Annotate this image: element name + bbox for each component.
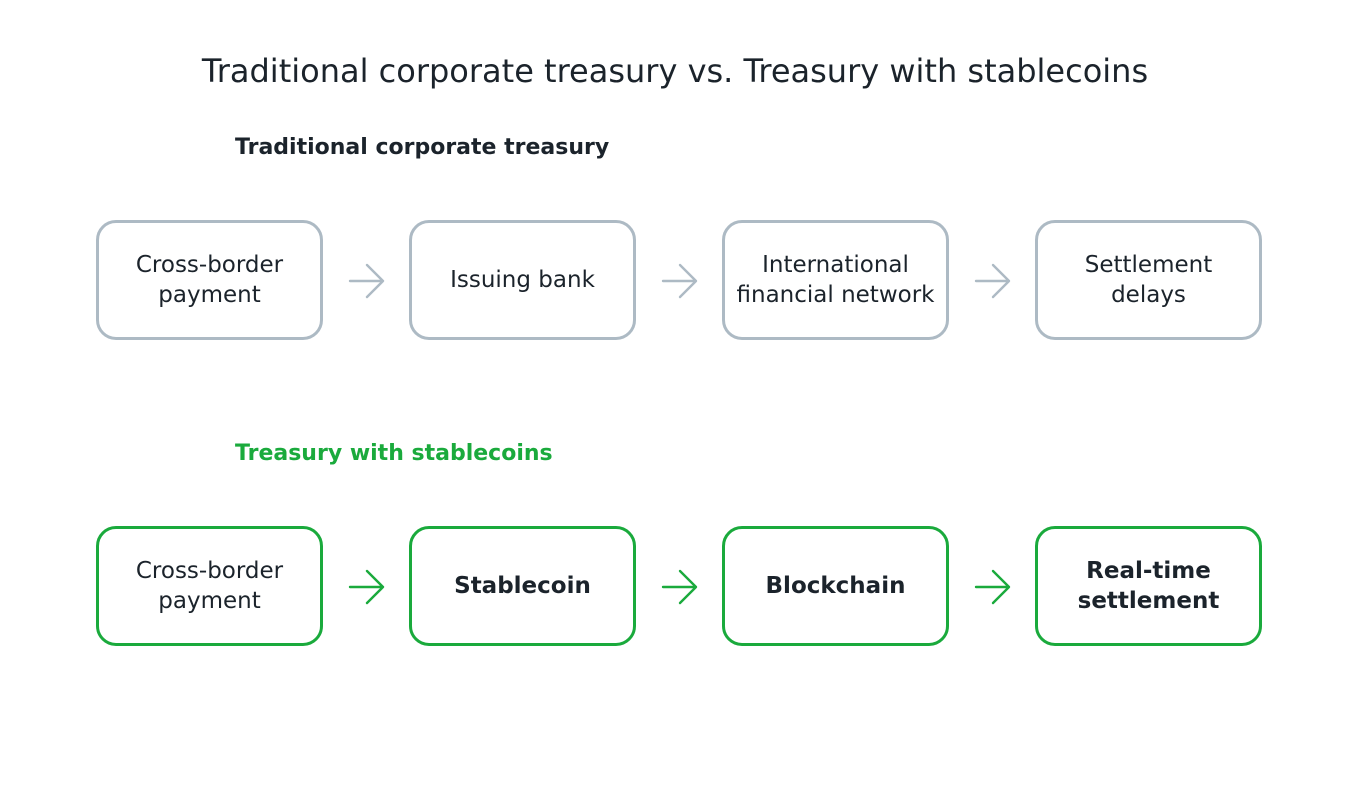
stablecoins-step-stablecoin: Stablecoin <box>409 526 636 646</box>
stablecoins-flow: Cross-border payment Stablecoin Blockcha… <box>96 526 1263 646</box>
stablecoins-step-real-time-settlement: Real-time settlement <box>1035 526 1262 646</box>
stablecoins-step-blockchain: Blockchain <box>722 526 949 646</box>
step-label: Cross-border payment <box>135 558 284 614</box>
traditional-heading: Traditional corporate treasury <box>235 135 610 160</box>
step-label: Cross-border payment <box>135 252 284 308</box>
arrow-right-icon <box>660 567 700 607</box>
step-label: Stablecoin <box>454 573 591 599</box>
diagram-title: Traditional corporate treasury vs. Treas… <box>201 52 1149 90</box>
step-label: Real-time settlement <box>1077 558 1220 614</box>
step-label: Issuing bank <box>450 267 595 293</box>
arrow-right-icon <box>347 261 387 301</box>
step-label: Blockchain <box>765 573 906 599</box>
stablecoins-heading: Treasury with stablecoins <box>235 441 553 466</box>
traditional-step-settlement-delays: Settlement delays <box>1035 220 1262 340</box>
traditional-step-cross-border-payment: Cross-border payment <box>96 220 323 340</box>
step-label: Settlement delays <box>1084 252 1213 308</box>
traditional-flow: Cross-border payment Issuing bank Intern… <box>96 220 1263 340</box>
arrow-right-icon <box>660 261 700 301</box>
traditional-step-international-financial-network: International financial network <box>722 220 949 340</box>
arrow-right-icon <box>347 567 387 607</box>
arrow-right-icon <box>973 261 1013 301</box>
step-label: International financial network <box>736 252 935 308</box>
stablecoins-step-cross-border-payment: Cross-border payment <box>96 526 323 646</box>
traditional-step-issuing-bank: Issuing bank <box>409 220 636 340</box>
arrow-right-icon <box>973 567 1013 607</box>
